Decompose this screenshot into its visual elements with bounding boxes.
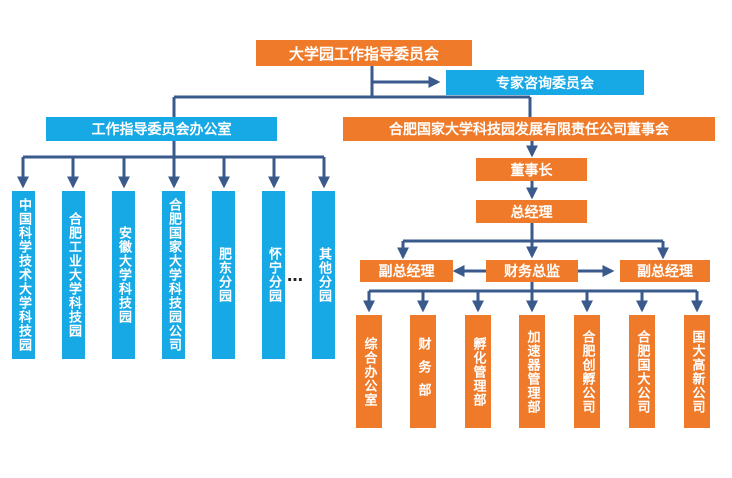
ellipsis: … bbox=[287, 266, 303, 285]
blue-item-box: 合肥国家大学科技园公司 bbox=[162, 191, 185, 359]
top-committee-box: 大学园工作指导委员会 bbox=[256, 40, 472, 66]
office-box: 工作指导委员会办公室 bbox=[46, 117, 277, 141]
orange-item-box: 合肥创孵公司 bbox=[574, 315, 600, 428]
orange-item-box: 加速器管理部 bbox=[519, 315, 545, 428]
cfo-box: 财务总监 bbox=[486, 260, 578, 282]
board-box: 合肥国家大学科技园发展有限责任公司董事会 bbox=[343, 117, 715, 141]
chairman-box: 董事长 bbox=[476, 158, 587, 181]
blue-item-box: 合肥工业大学科技园 bbox=[62, 191, 85, 359]
orange-item-box: 合肥国大公司 bbox=[629, 315, 655, 428]
blue-item-box: 安徽大学科技园 bbox=[112, 191, 135, 359]
blue-item-box: 其他分园 bbox=[312, 191, 335, 359]
orange-item-box: 国大高新公司 bbox=[684, 315, 710, 428]
blue-item-box: 肥东分园 bbox=[212, 191, 235, 359]
blue-item-box: 中国科学技术大学科技园 bbox=[12, 191, 35, 359]
orange-item-box: 孵化管理部 bbox=[465, 315, 491, 428]
vice-gm-right-box: 副总经理 bbox=[620, 260, 710, 282]
orange-item-box: 综合办公室 bbox=[356, 315, 382, 428]
expert-committee-box: 专家咨询委员会 bbox=[446, 70, 644, 95]
general-manager-box: 总经理 bbox=[476, 200, 587, 223]
vice-gm-left-box: 副总经理 bbox=[360, 260, 453, 282]
orange-item-box: 财务部 bbox=[410, 315, 436, 428]
blue-item-box: 怀宁分园 bbox=[262, 191, 285, 359]
